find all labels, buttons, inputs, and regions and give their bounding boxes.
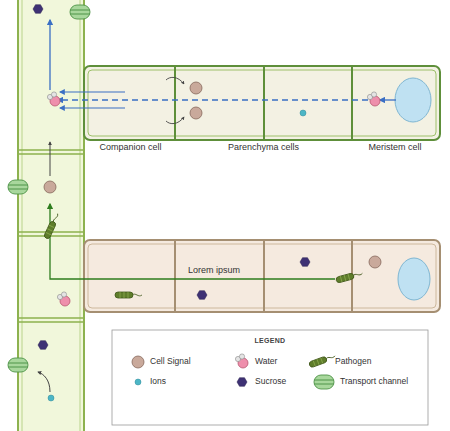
legend-icon xyxy=(132,356,144,368)
sucrose-molecule xyxy=(38,341,48,350)
signal-flow-arrow xyxy=(166,117,184,124)
transport-channel xyxy=(8,358,28,372)
cell-signal xyxy=(44,181,56,193)
vacuole xyxy=(398,258,430,300)
legend-icon xyxy=(237,378,247,387)
legend-label: Water xyxy=(255,356,277,366)
cell-compartment: Parenchyma cells xyxy=(175,68,352,138)
cell-label: Parenchyma cells xyxy=(165,142,362,152)
cell-divider xyxy=(175,240,352,312)
legend-label: Sucrose xyxy=(255,376,286,386)
legend-frame xyxy=(112,330,428,425)
cell-membrane xyxy=(88,70,436,136)
legend-label: Ions xyxy=(150,376,166,386)
water-molecule xyxy=(57,292,70,306)
cell-compartment: Meristem cell xyxy=(352,68,438,138)
legend-icon xyxy=(235,354,248,368)
vessel-cross-wall xyxy=(18,318,84,322)
bottom-cell-strip xyxy=(84,240,440,312)
water-flow-arrow xyxy=(60,107,125,108)
water-flow-arrow xyxy=(58,99,368,100)
legend-label: Pathogen xyxy=(335,356,371,366)
cell-wall xyxy=(84,66,440,140)
water-flow-arrow xyxy=(49,20,50,90)
cell-divider xyxy=(175,66,352,140)
cell-membrane xyxy=(88,244,436,308)
water-molecule xyxy=(367,92,380,106)
cell-signal xyxy=(190,82,202,94)
ion-flow-arrow xyxy=(38,372,50,392)
legend-title: LEGEND xyxy=(255,337,286,344)
cell-wall xyxy=(84,240,440,312)
top-cell-strip xyxy=(84,66,440,140)
vessel-cross-wall xyxy=(18,150,84,154)
pathogen xyxy=(115,292,142,298)
water-molecule xyxy=(47,92,60,106)
sucrose-molecule xyxy=(197,291,207,300)
sucrose-molecule xyxy=(33,5,43,14)
legend-icon xyxy=(309,353,336,368)
cell-compartment: Companion cell xyxy=(86,68,175,138)
legend-icon xyxy=(314,375,334,389)
legend-label: Cell Signal xyxy=(150,356,191,366)
cell-label: Meristem cell xyxy=(342,142,448,152)
water-flow-arrow xyxy=(380,99,396,100)
transport-channel xyxy=(70,5,90,19)
ion xyxy=(48,395,54,401)
cell-signal xyxy=(369,256,381,268)
ion xyxy=(300,110,306,116)
vacuole xyxy=(395,78,431,122)
signal-flow-arrow xyxy=(166,77,184,84)
cell-signal xyxy=(190,107,202,119)
legend-label: Transport channel xyxy=(340,376,408,386)
vessel-inner-wall xyxy=(22,0,80,431)
pathogen-flow-arrow xyxy=(50,204,335,279)
transport-channel xyxy=(8,180,28,194)
pathogen xyxy=(336,270,364,283)
cell-label: Companion cell xyxy=(76,142,185,152)
signal-flow-arrow xyxy=(50,142,51,176)
legend-box xyxy=(112,330,428,425)
water-flow-arrow xyxy=(60,91,125,92)
sucrose-molecule xyxy=(300,258,310,267)
legend-icon xyxy=(135,379,141,385)
pathogen xyxy=(43,212,60,239)
flow-label: Lorem ipsum xyxy=(188,265,240,275)
